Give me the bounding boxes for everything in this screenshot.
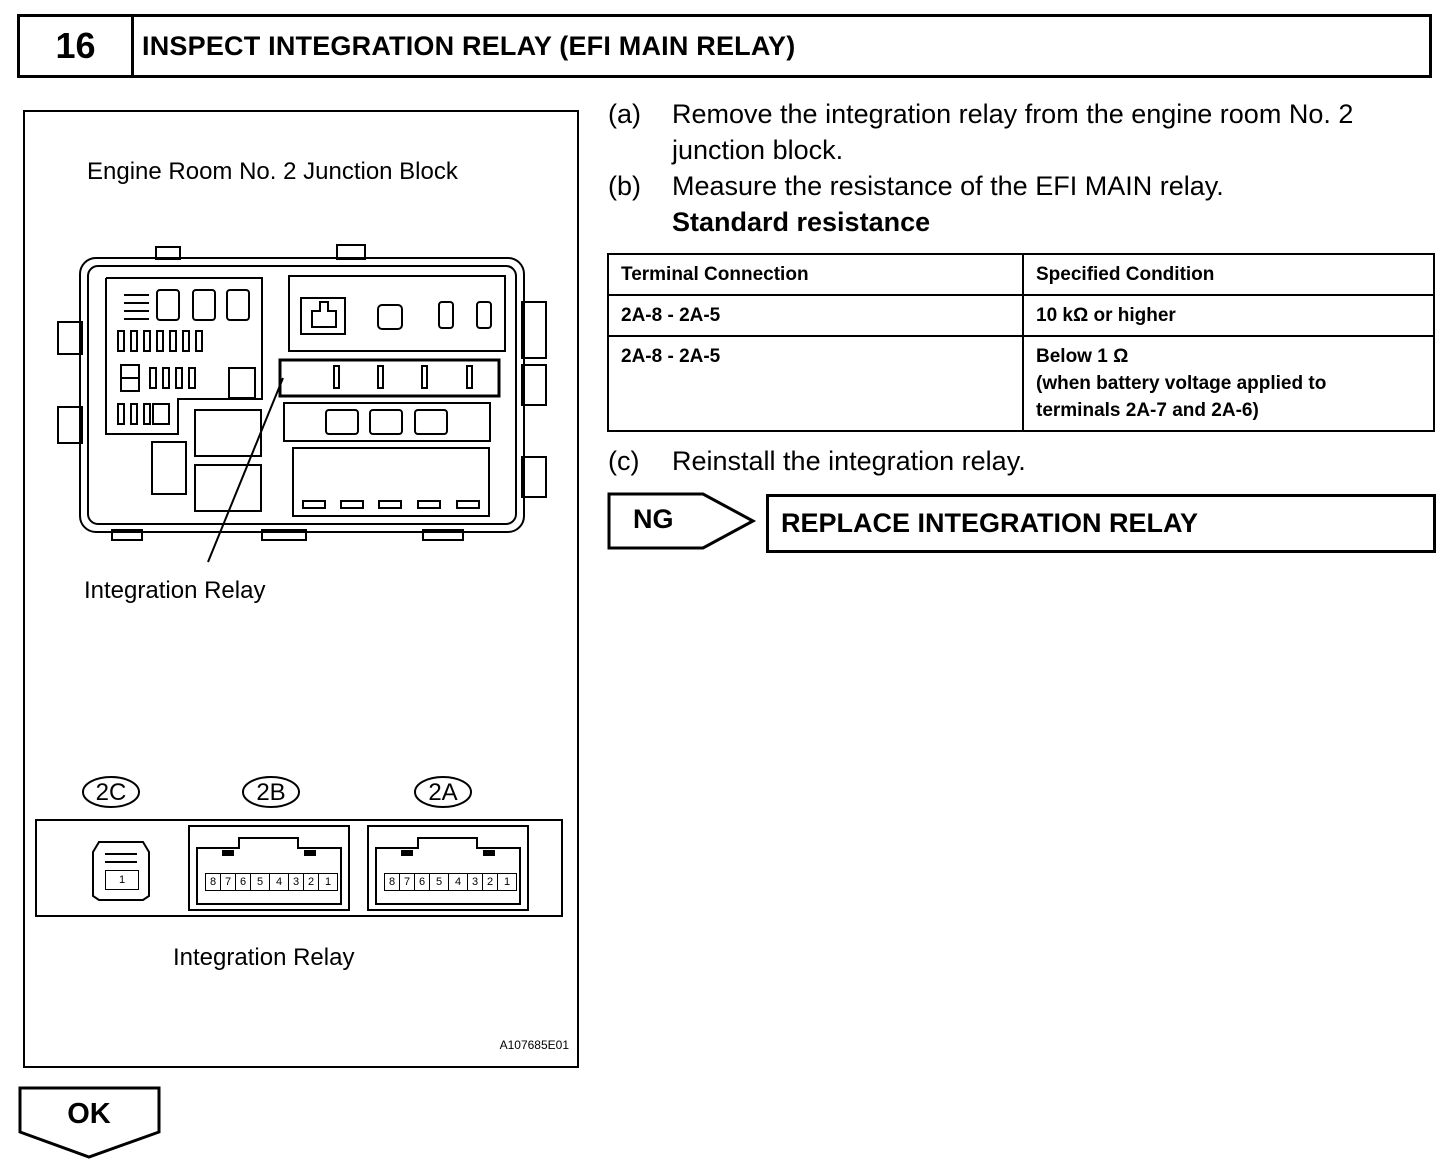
terminal-cell: 2A-8 - 2A-5 bbox=[607, 335, 1024, 432]
table-header-row: Terminal Connection Specified Condition bbox=[607, 253, 1435, 296]
pin-label: 1 bbox=[503, 876, 511, 888]
connector-2c-id: 2C bbox=[95, 779, 127, 806]
ng-action-box: REPLACE INTEGRATION RELAY bbox=[766, 494, 1436, 553]
pin-label: 5 bbox=[430, 874, 449, 890]
resistance-spec-table: Terminal Connection Specified Condition … bbox=[607, 253, 1435, 432]
figure-panel: Engine Room No. 2 Junction Block bbox=[23, 110, 579, 1068]
table-row: 2A-8 - 2A-5 Below 1 Ω (when battery volt… bbox=[607, 335, 1435, 432]
table-header-cell: Specified Condition bbox=[1022, 253, 1435, 296]
instruction-b-label: (b) bbox=[608, 171, 641, 201]
figure-id: A107685E01 bbox=[499, 1038, 569, 1052]
pin-label: 5 bbox=[251, 874, 270, 890]
instruction-b-text: Measure the resistance of the EFI MAIN r… bbox=[672, 171, 1224, 201]
connector-2b-id: 2B bbox=[256, 779, 286, 806]
ok-arrow-icon bbox=[18, 1086, 161, 1159]
instruction-c-label: (c) bbox=[608, 446, 640, 476]
terminal-cell: 2A-8 - 2A-5 bbox=[607, 294, 1024, 337]
figure-top-label: Engine Room No. 2 Junction Block bbox=[87, 158, 458, 185]
pin-label: 8 bbox=[206, 874, 221, 890]
pin-label: 3 bbox=[289, 874, 304, 890]
pin-label: 4 bbox=[270, 874, 289, 890]
instruction-a-text-1: Remove the integration relay from the en… bbox=[672, 99, 1354, 129]
pin-label: 2 bbox=[304, 874, 319, 890]
pin-label: 4 bbox=[449, 874, 468, 890]
pin-label: 2 bbox=[483, 874, 498, 890]
table-row: 2A-8 - 2A-5 10 kΩ or higher bbox=[607, 294, 1435, 337]
pin-label: 3 bbox=[468, 874, 483, 890]
pin-label: 8 bbox=[385, 874, 400, 890]
ng-label: NG bbox=[633, 504, 674, 534]
connector-2b-pins: 8 7 6 5 4 3 2 1 bbox=[205, 873, 338, 891]
ok-label: OK bbox=[67, 1098, 111, 1130]
instruction-b: (b) Measure the resistance of the EFI MAI… bbox=[608, 168, 1224, 240]
ng-arrow-icon bbox=[607, 492, 757, 550]
integration-relay-callout: Integration Relay bbox=[84, 577, 266, 604]
junction-block-illustration bbox=[35, 244, 563, 917]
pin-label: 7 bbox=[400, 874, 415, 890]
step-header: 16 INSPECT INTEGRATION RELAY (EFI MAIN R… bbox=[17, 14, 1432, 78]
step-title: INSPECT INTEGRATION RELAY (EFI MAIN RELA… bbox=[142, 30, 796, 61]
pin-label: 1 bbox=[324, 876, 332, 888]
pin-label: 6 bbox=[236, 874, 251, 890]
standard-resistance-heading: Standard resistance bbox=[672, 207, 931, 237]
connector-2a-id: 2A bbox=[428, 779, 458, 806]
condition-line: terminals 2A-7 and 2A-6) bbox=[1036, 400, 1259, 421]
connector-2a-pins: 8 7 6 5 4 3 2 1 bbox=[384, 873, 517, 891]
figure-bottom-label: Integration Relay bbox=[173, 944, 355, 971]
pin-label: 7 bbox=[221, 874, 236, 890]
ng-action-text: REPLACE INTEGRATION RELAY bbox=[781, 508, 1199, 538]
instruction-c-text: Reinstall the integration relay. bbox=[672, 446, 1026, 476]
instruction-a-label: (a) bbox=[608, 99, 641, 129]
connector-2c-pin: 1 bbox=[105, 870, 139, 890]
condition-cell: 10 kΩ or higher bbox=[1022, 294, 1435, 337]
condition-cell: Below 1 Ω (when battery voltage applied … bbox=[1022, 335, 1435, 432]
instruction-a-text-2: junction block. bbox=[672, 135, 844, 165]
condition-line: (when battery voltage applied to bbox=[1036, 373, 1327, 394]
instruction-c: (c) Reinstall the integration relay. bbox=[608, 443, 1026, 479]
step-number: 16 bbox=[20, 17, 134, 75]
pin-label: 6 bbox=[415, 874, 430, 890]
table-header-cell: Terminal Connection bbox=[607, 253, 1024, 296]
condition-line: Below 1 Ω bbox=[1036, 346, 1129, 367]
instruction-a: (a) Remove the integration relay from the… bbox=[608, 96, 1353, 168]
